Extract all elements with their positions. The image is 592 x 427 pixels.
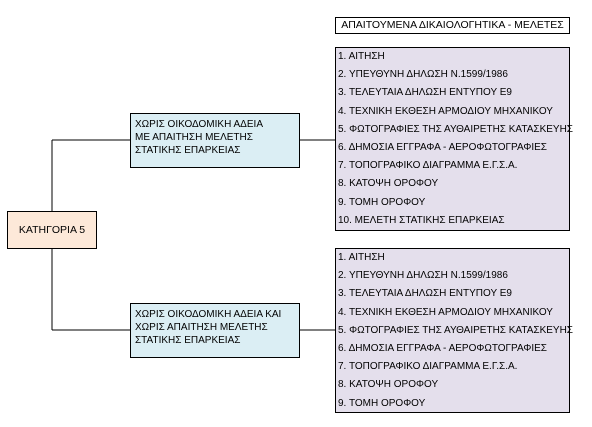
requirement-item: 7. ΤΟΠΟΓΡΑΦΙΚΟ ΔΙΑΓΡΑΜΜΑ Ε.Γ.Σ.Α. <box>338 160 518 172</box>
requirement-item: 2. ΥΠΕΥΘΥΝΗ ΔΗΛΩΣΗ Ν.1599/1986 <box>338 270 508 282</box>
branch-node-line: ΣΤΑΤΙΚΗΣ ΕΠΑΡΚΕΙΑΣ <box>135 145 241 156</box>
requirements-header: ΑΠΑΙΤΟΥΜΕΝΑ ΔΙΚΑΙΟΛΟΓΗΤΙΚΑ - ΜΕΛΕΤΕΣ <box>335 17 570 34</box>
requirement-item: 7. ΤΟΠΟΓΡΑΦΙΚΟ ΔΙΑΓΡΑΜΜΑ Ε.Γ.Σ.Α. <box>338 361 518 373</box>
requirement-item: 2. ΥΠΕΥΘΥΝΗ ΔΗΛΩΣΗ Ν.1599/1986 <box>338 69 508 81</box>
requirement-item: 8. ΚΑΤΟΨΗ ΟΡΟΦΟΥ <box>338 178 439 190</box>
requirement-item: 4. ΤΕΧΝΙΚΗ ΕΚΘΕΣΗ ΑΡΜΟΔΙΟΥ ΜΗΧΑΝΙΚΟΥ <box>338 105 553 117</box>
requirement-item: 3. ΤΕΛΕΥΤΑΙΑ ΔΗΛΩΣΗ ΕΝΤΥΠΟΥ Ε9 <box>338 288 512 300</box>
branch-node-without-study: ΧΩΡΙΣ ΟΙΚΟΔΟΜΙΚΗ ΑΔΕΙΑ ΚΑΙ ΧΩΡΙΣ ΑΠΑΙΤΗΣ… <box>130 303 300 358</box>
requirement-item: 10. ΜΕΛΕΤΗ ΣΤΑΤΙΚΗΣ ΕΠΑΡΚΕΙΑΣ <box>338 214 505 226</box>
requirement-item: 6. ΔΗΜΟΣΙΑ ΕΓΓΡΑΦΑ - ΑΕΡΟΦΩΤΟΓΡΑΦΙΕΣ <box>338 342 547 354</box>
branch-node-line: ΣΤΑΤΙΚΗΣ ΕΠΑΡΚΕΙΑΣ <box>135 335 241 346</box>
branch-node-line: ΧΩΡΙΣ ΑΠΑΙΤΗΣΗ ΜΕΛΕΤΗΣ <box>135 322 268 333</box>
requirement-item: 1. ΑΙΤΗΣΗ <box>338 252 385 263</box>
requirement-item: 5. ΦΩΤΟΓΡΑΦΙΕΣ ΤΗΣ ΑΥΘΑΙΡΕΤΗΣ ΚΑΤΑΣΚΕΥΗΣ <box>338 324 573 336</box>
requirement-item: 9. ΤΟΜΗ ΟΡΟΦΟΥ <box>338 196 426 208</box>
requirements-list-without-study: 1. ΑΙΤΗΣΗ 2. ΥΠΕΥΘΥΝΗ ΔΗΛΩΣΗ Ν.1599/1986… <box>335 248 573 413</box>
requirements-list-with-study: 1. ΑΙΤΗΣΗ 2. ΥΠΕΥΘΥΝΗ ΔΗΛΩΣΗ Ν.1599/1986… <box>335 47 573 231</box>
requirement-item: 9. ΤΟΜΗ ΟΡΟΦΟΥ <box>338 397 426 409</box>
branch-node-line: ΧΩΡΙΣ ΟΙΚΟΔΟΜΙΚΗ ΑΔΕΙΑ <box>135 119 263 130</box>
branch-node-line: ΜΕ ΑΠΑΙΤΗΣΗ ΜΕΛΕΤΗΣ <box>135 132 253 143</box>
requirement-item: 8. ΚΑΤΟΨΗ ΟΡΟΦΟΥ <box>338 379 439 391</box>
requirement-item: 6. ΔΗΜΟΣΙΑ ΕΓΓΡΑΦΑ - ΑΕΡΟΦΩΤΟΓΡΑΦΙΕΣ <box>338 141 547 153</box>
requirement-item: 4. ΤΕΧΝΙΚΗ ΕΚΘΕΣΗ ΑΡΜΟΔΙΟΥ ΜΗΧΑΝΙΚΟΥ <box>338 306 553 318</box>
requirement-item: 3. ΤΕΛΕΥΤΑΙΑ ΔΗΛΩΣΗ ΕΝΤΥΠΟΥ Ε9 <box>338 87 512 99</box>
category-node: ΚΑΤΗΓΟΡΙΑ 5 <box>7 211 97 249</box>
requirement-item: 1. ΑΙΤΗΣΗ <box>338 51 385 62</box>
branch-node-with-study: ΧΩΡΙΣ ΟΙΚΟΔΟΜΙΚΗ ΑΔΕΙΑ ΜΕ ΑΠΑΙΤΗΣΗ ΜΕΛΕΤ… <box>130 113 300 168</box>
requirement-item: 5. ΦΩΤΟΓΡΑΦΙΕΣ ΤΗΣ ΑΥΘΑΙΡΕΤΗΣ ΚΑΤΑΣΚΕΥΗΣ <box>338 123 573 135</box>
branch-node-line: ΧΩΡΙΣ ΟΙΚΟΔΟΜΙΚΗ ΑΔΕΙΑ ΚΑΙ <box>135 309 282 320</box>
